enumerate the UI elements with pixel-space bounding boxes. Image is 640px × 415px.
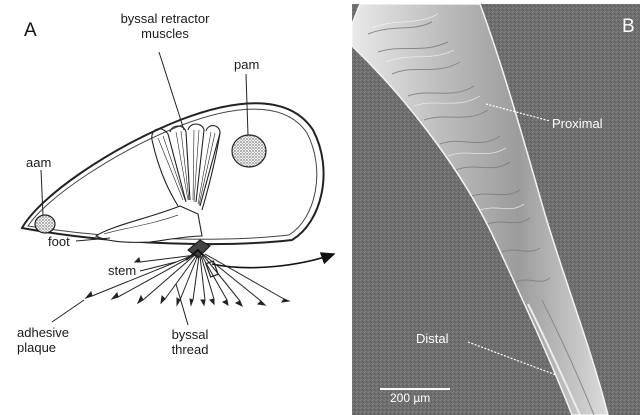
sem-image (352, 4, 640, 415)
aam-muscle (35, 215, 55, 233)
label-thread: thread (160, 342, 220, 357)
leader-lines (41, 52, 248, 325)
label-foot: foot (48, 234, 70, 249)
pam-muscle (232, 135, 266, 167)
sem-micrograph-panel: Proximal Distal 200 µm B (352, 4, 640, 415)
byssal-thread-label: byssal thread (160, 327, 220, 357)
label-proximal: Proximal (552, 116, 603, 131)
label-stem: stem (108, 263, 136, 278)
label-muscles: muscles (100, 26, 230, 41)
panel-b-letter: B (622, 16, 635, 38)
label-byssal: byssal (160, 327, 220, 342)
arrow-to-panel-b (212, 254, 334, 268)
foot (96, 206, 202, 242)
label-distal: Distal (416, 331, 449, 346)
byssal-retractor-muscles-label: byssal retractor muscles (100, 11, 230, 41)
label-pam: pam (234, 57, 259, 72)
label-aam: aam (26, 155, 51, 170)
byssal-threads (86, 254, 289, 306)
label-plaque: plaque (17, 340, 69, 355)
label-scale: 200 µm (390, 391, 430, 405)
byssal-retractor-muscles (152, 124, 220, 210)
label-byssal-retractor: byssal retractor (100, 11, 230, 26)
panel-a-letter: A (24, 20, 37, 42)
label-adhesive: adhesive (17, 325, 69, 340)
adhesive-plaque-label: adhesive plaque (17, 325, 69, 355)
